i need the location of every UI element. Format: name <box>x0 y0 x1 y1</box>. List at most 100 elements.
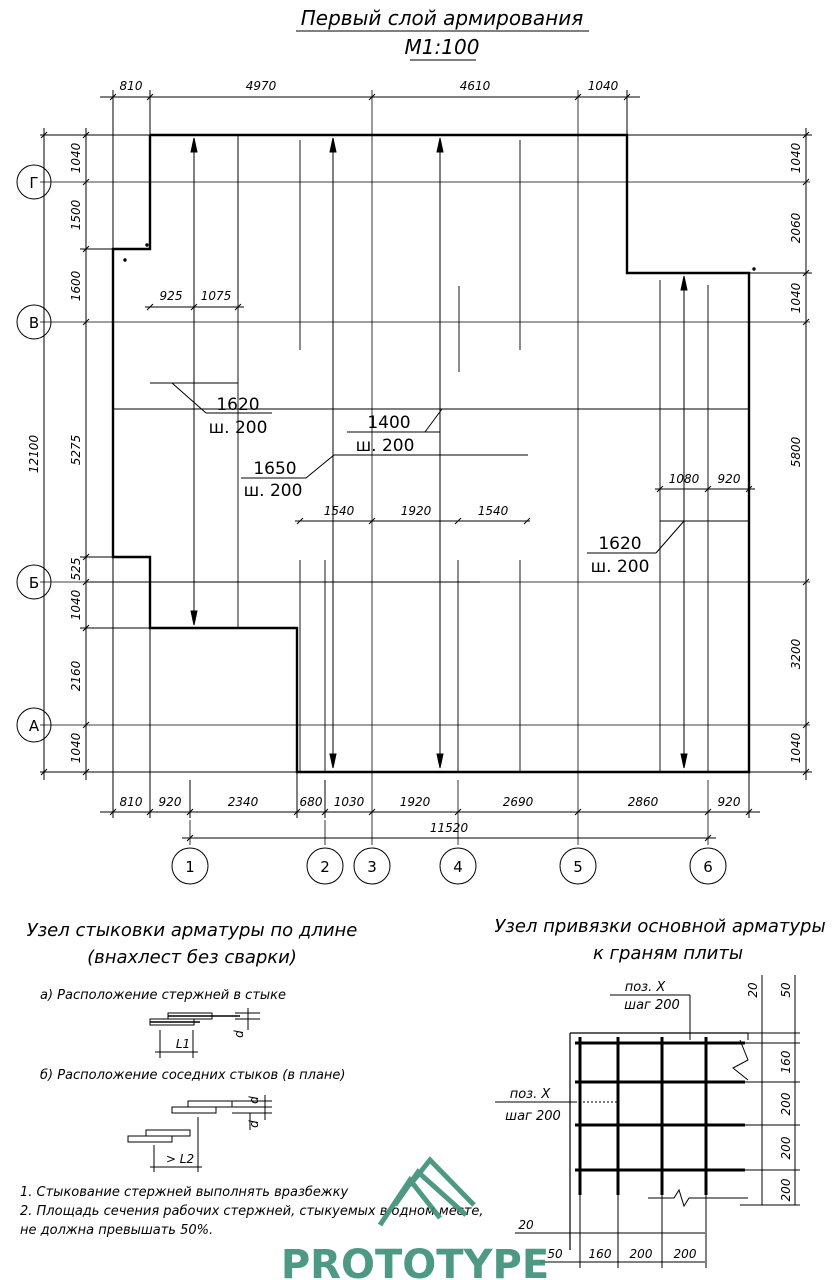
bottom-dim-9: 920 <box>718 795 741 809</box>
inner-dim-b1: 1540 <box>324 504 355 518</box>
splice-title1: Узел стыковки арматуры по длине <box>27 920 358 941</box>
splice-d-b2: d <box>247 1120 261 1128</box>
anchor-rdim-3: 160 <box>779 1050 793 1073</box>
bottom-dim-7: 2690 <box>503 795 534 809</box>
axis-col-3: 3 <box>367 858 377 876</box>
bottom-dim-4: 680 <box>300 795 323 809</box>
left-dim-8: 1040 <box>69 732 83 763</box>
anchor-bdim-3: 200 <box>630 1247 653 1261</box>
inner-dim-c1: 1080 <box>669 472 700 486</box>
bottom-dim-6: 1920 <box>400 795 431 809</box>
top-dim-1: 810 <box>120 79 143 93</box>
axis-col-2: 2 <box>320 858 330 876</box>
left-dim-1: 1040 <box>69 142 83 173</box>
splice-L1: L1 <box>176 1037 190 1051</box>
bottom-dim-5: 1030 <box>334 795 365 809</box>
inner-dim-b2: 1920 <box>401 504 432 518</box>
inner-dim-b3: 1540 <box>478 504 509 518</box>
bottom-dim-2: 920 <box>159 795 182 809</box>
right-dim-1: 1040 <box>789 142 803 173</box>
anchor-rdim-1: 20 <box>746 982 760 998</box>
bottom-dim-8: 2860 <box>628 795 659 809</box>
right-dim-2: 2060 <box>789 212 803 243</box>
callout-2: 1400 ш. 200 <box>347 408 443 456</box>
anchor-pos1: поз. Х <box>625 980 667 995</box>
anchor-bdim-4: 200 <box>674 1247 697 1261</box>
splice-note1: 1. Стыкование стержней выполнять вразбеж… <box>20 1185 348 1200</box>
anchor-bdim-1: 50 <box>547 1247 563 1261</box>
left-dim-4: 5275 <box>69 435 83 466</box>
bottom-dim-3: 2340 <box>228 795 259 809</box>
anchor-ldim: 20 <box>518 1218 534 1232</box>
splice-d-a: d <box>232 1030 246 1038</box>
anchor-title2: к граням плиты <box>593 943 743 964</box>
anchor-detail: Узел привязки основной арматуры к граням… <box>494 916 826 1268</box>
column-axis-bubbles: 1 2 3 4 5 6 <box>171 847 727 885</box>
left-dim-3: 1600 <box>69 270 83 301</box>
left-total-dim: 12100 <box>27 435 41 474</box>
axis-row-g: Г <box>29 174 38 192</box>
left-dimension-chain: 1040 1500 1600 5275 525 1040 2160 1040 1… <box>27 128 297 780</box>
left-dim-2: 1500 <box>69 199 83 230</box>
right-dimension-chain: 1040 2060 1040 5800 3200 1040 <box>627 128 812 780</box>
left-dim-7: 2160 <box>69 660 83 691</box>
inner-dim-c2: 920 <box>718 472 741 486</box>
bottom-dimension-chain: 810 920 2340 680 1030 1920 2690 2860 920… <box>100 557 760 842</box>
title-line2: М1:100 <box>405 35 480 59</box>
callout-4-step: ш. 200 <box>591 557 650 577</box>
axis-row-a: А <box>29 717 40 735</box>
top-dim-2: 4970 <box>246 79 277 93</box>
splice-L2: > L2 <box>166 1152 194 1166</box>
top-dim-3: 4610 <box>460 79 491 93</box>
right-dim-3: 1040 <box>789 282 803 313</box>
row-axis-bubbles: Г В Б А <box>16 164 52 743</box>
splice-note3: не должна превышать 50%. <box>20 1223 213 1238</box>
splice-b-label: б) Расположение соседних стыков (в плане… <box>40 1068 345 1083</box>
callout-3: 1650 ш. 200 <box>241 454 528 501</box>
callout-4: 1620 ш. 200 <box>587 520 685 577</box>
title-line1: Первый слой армирования <box>301 6 583 30</box>
rebar-zones <box>86 135 749 772</box>
splice-a-label: а) Расположение стержней в стыке <box>40 988 286 1003</box>
splice-note2: 2. Площадь сечения рабочих стержней, сты… <box>20 1204 484 1219</box>
anchor-step1: шаг 200 <box>624 998 680 1013</box>
inner-dim-a1: 925 <box>160 289 183 303</box>
logo-text: PRОTOTYPE <box>281 1242 549 1280</box>
inner-dim-a2: 1075 <box>201 289 232 303</box>
axis-row-b: Б <box>29 574 39 592</box>
top-dimension-chain: 810 4970 4610 1040 <box>100 79 640 249</box>
axis-col-1: 1 <box>185 858 195 876</box>
callout-4-len: 1620 <box>598 534 641 554</box>
callout-2-step: ш. 200 <box>356 436 415 456</box>
axis-col-4: 4 <box>453 858 463 876</box>
anchor-step2: шаг 200 <box>505 1109 561 1124</box>
left-dim-5: 525 <box>69 558 83 581</box>
anchor-pos2: поз. Х <box>510 1087 552 1102</box>
splice-title2: (внахлест без сварки) <box>87 947 297 968</box>
top-dim-4: 1040 <box>588 79 619 93</box>
anchor-rdim-4: 200 <box>779 1092 793 1115</box>
rebar-arrows <box>190 137 688 769</box>
anchor-rdim-2: 50 <box>779 982 793 998</box>
left-dim-6: 1040 <box>69 589 83 620</box>
callout-3-step: ш. 200 <box>244 481 303 501</box>
callout-1: 1620 ш. 200 <box>171 382 272 438</box>
right-dim-6: 1040 <box>789 732 803 763</box>
callout-2-len: 1400 <box>367 413 410 433</box>
anchor-bdim-2: 160 <box>589 1247 612 1261</box>
splice-d-b1: d <box>247 1096 261 1104</box>
callout-1-len: 1620 <box>216 395 259 415</box>
anchor-rdim-5: 200 <box>779 1136 793 1159</box>
prototype-logo: PRОTOTYPE <box>281 1156 549 1280</box>
slab-outline <box>111 133 751 774</box>
axis-grid <box>40 90 810 845</box>
axis-col-6: 6 <box>703 858 713 876</box>
right-dim-5: 3200 <box>789 638 803 669</box>
anchor-rdim-6: 200 <box>779 1178 793 1201</box>
bottom-dim-1: 810 <box>120 795 143 809</box>
axis-row-v: В <box>29 314 39 332</box>
inner-dims: 925 1075 1540 1920 1540 1080 920 <box>145 289 755 525</box>
right-dim-4: 5800 <box>789 436 803 467</box>
splice-detail: Узел стыковки арматуры по длине (внахлес… <box>20 920 484 1238</box>
